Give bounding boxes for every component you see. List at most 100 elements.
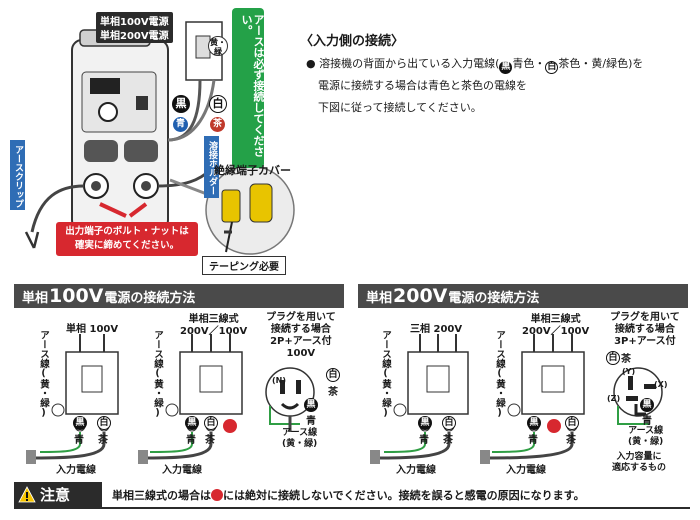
d200-1-title: 三相 200V	[410, 324, 463, 335]
d100-3-brown: 茶	[328, 387, 338, 398]
tag-yellow-green: 黄・緑	[208, 36, 228, 56]
d200-3-x-label: (X)	[654, 380, 668, 389]
d100-3-n-label: (N)	[272, 376, 287, 385]
warning-icon	[18, 486, 36, 503]
d200-3-blue: 青	[642, 416, 652, 427]
d100-2-brown: 茶	[205, 435, 215, 446]
d100-1-blue: 青	[74, 435, 84, 446]
d200-1-brown: 茶	[443, 435, 453, 446]
d100-3-title-4: 100V	[286, 348, 316, 359]
welding-holder-label: 溶接ホルダー	[204, 136, 219, 198]
tag-blue-wire: 青	[173, 117, 188, 132]
d200-3-z-label: (Z)	[607, 394, 621, 403]
intro-line-3: 下図に従って接続してください。	[318, 101, 482, 114]
d200-1-black: 黒	[418, 416, 432, 430]
d200-2-earth-label: アース線(黄・緑)	[494, 330, 505, 419]
d200-1-input-wire: 入力電線	[396, 465, 436, 476]
d200-3-title: プラグを用いて 接続する場合 3P+アース付	[610, 312, 680, 348]
d200-3-white: 白	[606, 350, 620, 365]
d100-1-white: 白	[97, 416, 111, 430]
d200-3-black: 黒	[640, 398, 654, 412]
d100-3-title: プラグを用いて 接続する場合 2P+アース付 100V	[266, 312, 336, 360]
input-connection-title: 〈入力側の接続〉	[300, 34, 405, 49]
d200-3-earth-wire: アース線 (黄・緑)	[628, 426, 663, 448]
d100-2-black: 黒	[185, 416, 199, 430]
d100-3-earth-2: (黄・緑)	[282, 439, 318, 449]
input-connection-body: ● 溶接機の背面から出ている入力電線(黒青色・白茶色・黄/緑色)を 電源に接続す…	[306, 53, 698, 119]
intro-line1-c: 茶色・黄/緑色)を	[558, 57, 644, 70]
sec100-title-a: 単相	[22, 290, 49, 306]
intro-line-1: ● 溶接機の背面から出ている入力電線(黒青色・白茶色・黄/緑色)を	[306, 53, 698, 75]
d200-1-white: 白	[442, 416, 456, 430]
d100-2-earth-label: アース線(黄・緑)	[152, 330, 163, 419]
d200-3-capacity-1: 入力容量に	[616, 452, 662, 462]
d100-3-earth-1: アース線	[282, 428, 318, 438]
d200-3-white-brown: 白 茶	[606, 350, 631, 365]
d100-3-title-2: 接続する場合	[270, 324, 331, 335]
d200-2-title-1: 単相三線式	[530, 314, 581, 325]
terminal-bolt-note-line1: 出力端子のボルト・ナットは	[65, 226, 189, 237]
caution-text-a: 単相三線式の場合は	[112, 489, 211, 502]
tag-brown-wire: 茶	[210, 117, 225, 132]
caution-text-b: には絶対に接続しないでください。接続を誤ると感電の原因になります。	[223, 489, 585, 502]
d200-2-forbidden-terminal	[547, 419, 561, 433]
label-single-phase-100v: 単相100V電源	[96, 12, 173, 29]
d100-3-earth-wire: アース線 (黄・緑)	[282, 428, 317, 450]
d100-2-title-2: 200V／100V	[180, 326, 248, 337]
d200-3-brown: 茶	[621, 354, 631, 365]
badge-white: 白	[545, 61, 559, 74]
d200-3-title-3: 3P+アース付	[614, 336, 676, 347]
terminal-bolt-note-line2: 確実に締めてください。	[74, 240, 180, 251]
section-100v-header: 単相 100V 電源の接続方法	[14, 284, 344, 308]
d200-3-y-label: (Y)	[622, 367, 636, 376]
caution-text: 単相三線式の場合はには絶対に接続しないでください。接続を誤ると感電の原因になりま…	[112, 487, 585, 503]
section-200v-header: 単相 200V 電源の接続方法	[358, 284, 688, 308]
d200-2-input-wire: 入力電線	[506, 465, 546, 476]
d200-3-earth-1: アース線	[628, 426, 664, 436]
d100-1-input-wire: 入力電線	[56, 465, 96, 476]
d100-1-earth-label: アース線(黄・緑)	[38, 330, 49, 419]
sec200-title-big: 200V	[393, 285, 448, 307]
earth-connect-callout: アースは必ず接続してください。	[232, 8, 265, 168]
intro-line1-a: 溶接機の背面から出ている入力電線(	[319, 57, 500, 70]
d200-3-title-1: プラグを用いて	[610, 312, 680, 323]
taping-required-label: テーピング必要	[202, 256, 286, 275]
d200-2-black: 黒	[527, 416, 541, 430]
d100-1-title: 単相 100V	[66, 324, 119, 335]
d100-3-black: 黒	[304, 398, 318, 412]
sec200-title-b: 電源の接続方法	[448, 290, 540, 306]
d100-3-title-3: 2P+アース付	[270, 336, 332, 347]
insulation-cover-label: 絶縁端子カバー	[214, 164, 291, 177]
caution-label: 注意	[40, 486, 71, 504]
caution-underline	[14, 507, 690, 509]
intro-line1-b: 青色・	[512, 57, 546, 70]
badge-black: 黒	[499, 61, 513, 74]
bullet: ●	[306, 57, 316, 70]
d200-2-title-2: 200V／100V	[522, 326, 590, 337]
d200-1-earth-label: アース線(黄・緑)	[380, 330, 391, 419]
intro-line-2: 電源に接続する場合は青色と茶色の電線を	[318, 79, 527, 92]
caution-badge: 注意	[14, 482, 102, 507]
d100-3-blue: 青	[306, 416, 316, 427]
d100-1-black: 黒	[73, 416, 87, 430]
d100-1-brown: 茶	[98, 435, 108, 446]
d200-3-capacity-2: 適応するもの	[612, 463, 667, 473]
sec100-title-big: 100V	[49, 285, 104, 307]
d100-2-title-1: 単相三線式	[188, 314, 239, 325]
d200-3-title-2: 接続する場合	[614, 324, 675, 335]
d100-2-blue: 青	[186, 435, 196, 446]
terminal-bolt-note: 出力端子のボルト・ナットは 確実に締めてください。	[56, 222, 198, 256]
d100-2-title: 単相三線式 200V／100V	[180, 314, 247, 338]
earth-clip-label: アースクリップ	[10, 140, 25, 210]
d200-2-brown: 茶	[566, 435, 576, 446]
sec200-title-a: 単相	[366, 290, 393, 306]
d200-2-white: 白	[565, 416, 579, 430]
sec100-title-b: 電源の接続方法	[104, 290, 196, 306]
tag-black-wire: 黒	[172, 95, 190, 113]
caution-red-dot	[211, 489, 223, 501]
diagram-100v-drawing	[26, 334, 315, 464]
label-single-phase-200v: 単相200V電源	[96, 26, 173, 43]
d100-2-input-wire: 入力電線	[162, 465, 202, 476]
welder-illustration	[24, 21, 295, 255]
d200-1-blue: 青	[419, 435, 429, 446]
